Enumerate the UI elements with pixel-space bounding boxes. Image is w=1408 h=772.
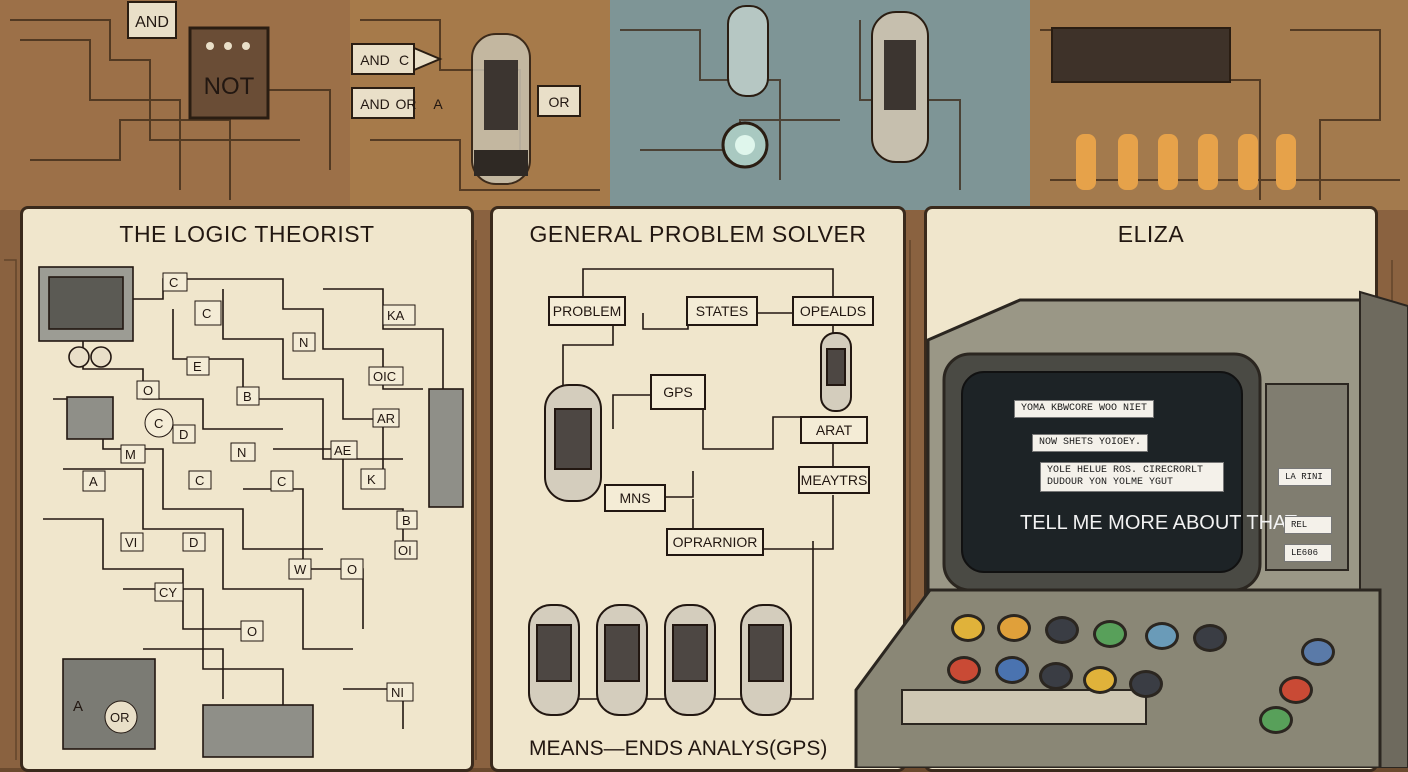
and-chip-3	[351, 87, 415, 119]
lt-label: D	[189, 535, 198, 550]
and-gate-chip	[127, 1, 177, 39]
console-button[interactable]	[1145, 622, 1179, 650]
teal-vacuum-tubes	[721, 5, 929, 169]
top-label-a: A	[433, 96, 443, 112]
console-button[interactable]	[947, 656, 981, 684]
lt-label: A	[89, 474, 98, 489]
lt-label: O	[247, 624, 257, 639]
screen-line: YOMA KBWCORE WOO NIET	[1014, 400, 1155, 418]
display-module	[1051, 27, 1231, 83]
vacuum-tube-icon	[471, 33, 531, 185]
console-button[interactable]	[951, 614, 985, 642]
general-problem-solver-panel: GENERAL PROBLEM SOLVER PROBLEM STATES OP…	[490, 206, 906, 772]
top-label-or: OR	[396, 96, 417, 112]
lt-label: NI	[391, 685, 404, 700]
lt-label: C	[154, 416, 163, 431]
gps-box-meaytrs: MEAYTRS	[801, 472, 868, 488]
gps-flow-diagram: PROBLEM STATES OPEALDS GPS ARAT MNS MEAY…	[528, 268, 874, 716]
panel-title: ELIZA	[1117, 221, 1185, 247]
top-label-c: C	[399, 52, 409, 68]
console-button[interactable]	[995, 656, 1029, 684]
lt-label: C	[277, 474, 286, 489]
lt-label: W	[294, 562, 307, 577]
or-chip	[537, 85, 581, 117]
lt-label: O	[347, 562, 357, 577]
gps-box-states: STATES	[696, 303, 748, 319]
panel-title: GENERAL PROBLEM SOLVER	[529, 221, 867, 247]
lt-label: N	[299, 335, 308, 350]
lt-label: AE	[334, 443, 352, 458]
top-label-not: NOT	[204, 73, 255, 100]
eliza-response: TELL ME MORE ABOUT THAT.	[1020, 512, 1301, 534]
logic-theorist-panel: THE LOGIC THEORIST C	[20, 206, 474, 772]
panel-title: THE LOGIC THEORIST	[119, 221, 375, 247]
gps-box-gps: GPS	[663, 384, 693, 400]
lt-label: CY	[159, 585, 177, 600]
top-label-and-2: AND	[360, 52, 390, 68]
lt-label: AR	[377, 411, 395, 426]
keyboard-bar	[901, 689, 1147, 725]
console-button[interactable]	[1045, 616, 1079, 644]
gps-box-opealds: OPEALDS	[800, 303, 866, 319]
lt-label: E	[193, 359, 202, 374]
console-button[interactable]	[1301, 638, 1335, 666]
glow-tubes	[1076, 134, 1296, 190]
console-button[interactable]	[1093, 620, 1127, 648]
console-button[interactable]	[1279, 676, 1313, 704]
console-button[interactable]	[1039, 662, 1073, 690]
console-button[interactable]	[1083, 666, 1117, 694]
console-button[interactable]	[1129, 670, 1163, 698]
gps-box-mns: MNS	[619, 490, 650, 506]
console-button[interactable]	[1259, 706, 1293, 734]
lt-label: K	[367, 472, 376, 487]
lt-label: C	[169, 275, 178, 290]
screen-line: NOW SHETS YOIOEY.	[1032, 434, 1149, 452]
lt-label: D	[179, 427, 188, 442]
lt-label: B	[243, 389, 252, 404]
lt-label: N	[237, 445, 246, 460]
lt-label: OIC	[373, 369, 396, 384]
not-gate-chip	[188, 26, 270, 120]
gps-box-problem: PROBLEM	[553, 303, 621, 319]
gps-box-oprarnior: OPRARNIOR	[673, 534, 758, 550]
lt-label: A	[73, 698, 83, 715]
logic-circuit-diagram: C C E N B O C D N M A C C D	[38, 266, 464, 758]
top-label-or-2: OR	[549, 94, 570, 110]
screen-line: YOLE HELUE ROS. CIRECRORLT DUDOUR YON YO…	[1040, 462, 1224, 492]
and-chip-2	[351, 43, 415, 75]
side-label: LA RINI	[1278, 468, 1332, 486]
vacuum-tube-icon	[528, 332, 852, 716]
side-label: LE606	[1284, 544, 1332, 562]
lt-label: OR	[110, 710, 130, 725]
gps-caption: MEANS—ENDS ANALYS(GPS)	[529, 737, 828, 760]
top-label-and-3: AND	[360, 96, 390, 112]
gate-symbol	[413, 46, 443, 72]
lt-label: VI	[125, 535, 137, 550]
top-label-and-1: AND	[135, 14, 169, 31]
console-button[interactable]	[1193, 624, 1227, 652]
lt-label: B	[402, 513, 411, 528]
lt-label: OI	[398, 543, 412, 558]
lt-label: KA	[387, 308, 405, 323]
console-button[interactable]	[997, 614, 1031, 642]
gps-box-arat: ARAT	[816, 422, 853, 438]
side-label: REL	[1284, 516, 1332, 534]
lt-label: M	[125, 447, 136, 462]
lt-label: C	[195, 473, 204, 488]
lt-label: C	[202, 306, 211, 321]
lt-label: O	[143, 383, 153, 398]
